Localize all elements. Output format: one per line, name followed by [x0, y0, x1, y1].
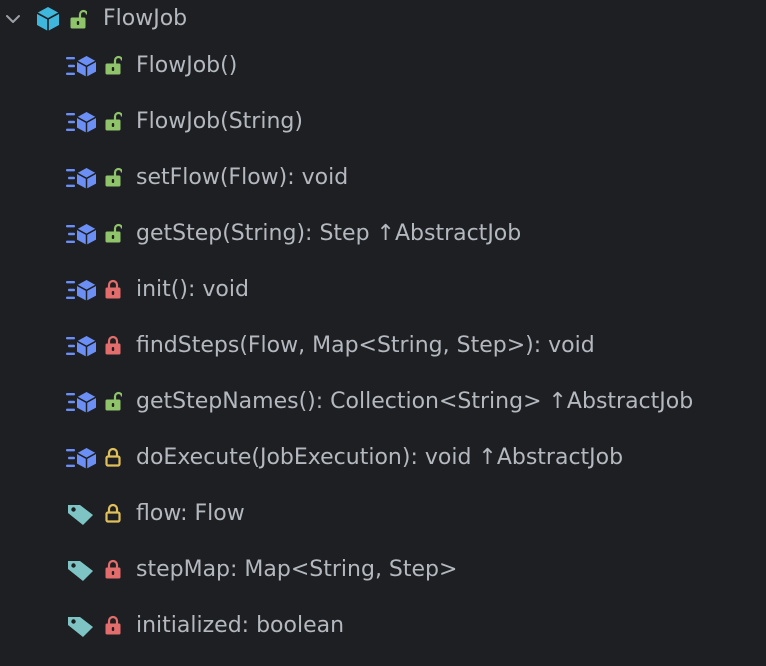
protected-lock-icon: [105, 447, 121, 467]
member-label: getStepNames(): Collection<String> ↑Abst…: [136, 389, 694, 414]
tree-member-10[interactable]: initialized: boolean: [0, 598, 766, 654]
method-icon: [66, 280, 97, 301]
member-label: FlowJob(): [136, 53, 238, 78]
member-label: stepMap: Map<String, Step>: [136, 557, 458, 582]
unlocked-public-icon: [70, 9, 87, 29]
field-icon: [68, 561, 93, 581]
method-icon: [66, 336, 97, 357]
method-icon: [66, 448, 97, 469]
method-icon: [66, 112, 97, 133]
member-label: FlowJob(String): [136, 109, 303, 134]
tree-member-5[interactable]: findSteps(Flow, Map<String, Step>): void: [0, 318, 766, 374]
tree-member-0[interactable]: FlowJob(): [0, 38, 766, 94]
protected-lock-icon: [105, 503, 121, 523]
tree-member-7[interactable]: doExecute(JobExecution): void ↑AbstractJ…: [0, 430, 766, 486]
public-lock-icon: [105, 111, 122, 131]
public-lock-icon: [105, 223, 122, 243]
tree-root-label: FlowJob: [103, 6, 188, 31]
method-icon: [66, 168, 97, 189]
class-icon: [36, 7, 60, 31]
member-label: doExecute(JobExecution): void ↑AbstractJ…: [136, 445, 624, 470]
member-label: getStep(String): Step ↑AbstractJob: [136, 221, 522, 246]
private-lock-icon: [105, 615, 121, 635]
private-lock-icon: [105, 559, 121, 579]
member-label: initialized: boolean: [136, 613, 345, 638]
tree-member-3[interactable]: getStep(String): Step ↑AbstractJob: [0, 206, 766, 262]
member-label: setFlow(Flow): void: [136, 165, 349, 190]
tree-member-2[interactable]: setFlow(Flow): void: [0, 150, 766, 206]
member-label: flow: Flow: [136, 501, 245, 526]
field-icon: [68, 505, 93, 525]
chevron-down-icon[interactable]: [4, 10, 22, 28]
private-lock-icon: [105, 335, 121, 355]
field-icon: [68, 617, 93, 637]
member-label: findSteps(Flow, Map<String, Step>): void: [136, 333, 595, 358]
public-lock-icon: [105, 167, 122, 187]
tree-member-6[interactable]: getStepNames(): Collection<String> ↑Abst…: [0, 374, 766, 430]
method-icon: [66, 392, 97, 413]
method-icon: [66, 56, 97, 77]
private-lock-icon: [105, 279, 121, 299]
tree-member-9[interactable]: stepMap: Map<String, Step>: [0, 542, 766, 598]
method-icon: [66, 224, 97, 245]
tree-member-1[interactable]: FlowJob(String): [0, 94, 766, 150]
tree-member-4[interactable]: init(): void: [0, 262, 766, 318]
tree-root-flowjob[interactable]: FlowJob: [0, 0, 766, 38]
member-list: FlowJob() FlowJob(String) setFlow(Flow): v…: [0, 38, 766, 654]
tree-member-8[interactable]: flow: Flow: [0, 486, 766, 542]
public-lock-icon: [105, 55, 122, 75]
public-lock-icon: [105, 391, 122, 411]
member-label: init(): void: [136, 277, 249, 302]
